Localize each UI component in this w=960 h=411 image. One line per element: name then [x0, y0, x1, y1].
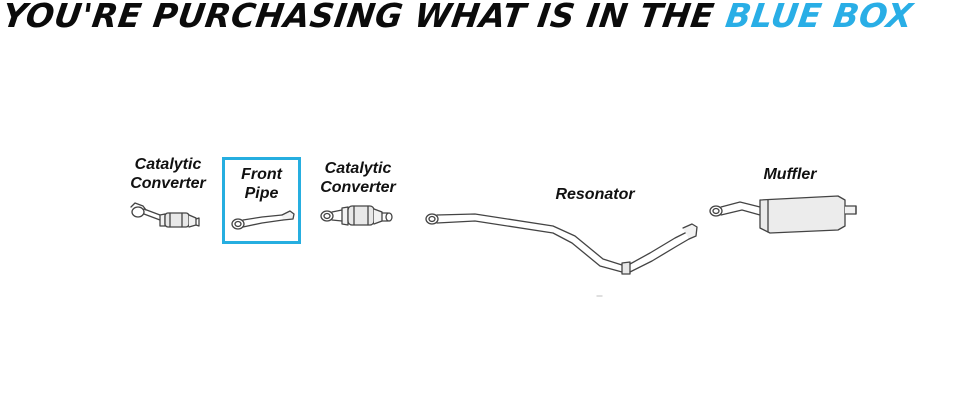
label-line: Resonator — [555, 186, 635, 203]
muffler-drawing — [709, 195, 857, 234]
label-line: Front — [241, 166, 282, 183]
label-line: Converter — [130, 175, 206, 192]
label-front-pipe: Front Pipe — [222, 165, 301, 203]
label-line: Pipe — [244, 185, 279, 202]
front-pipe-drawing — [231, 210, 295, 230]
label-line: Catalytic — [324, 160, 392, 177]
label-catalytic-converter-1: Catalytic Converter — [118, 155, 218, 193]
resonator-drawing — [425, 213, 698, 297]
catalytic-converter-1-drawing — [130, 202, 200, 228]
label-line: Catalytic — [134, 156, 202, 173]
label-line: Converter — [320, 179, 396, 196]
selection-box — [222, 157, 301, 244]
label-line: Muffler — [763, 166, 817, 183]
label-catalytic-converter-2: Catalytic Converter — [308, 159, 408, 197]
catalytic-converter-2-drawing — [320, 205, 393, 226]
label-resonator: Resonator — [535, 185, 655, 204]
label-muffler: Muffler — [735, 165, 845, 184]
